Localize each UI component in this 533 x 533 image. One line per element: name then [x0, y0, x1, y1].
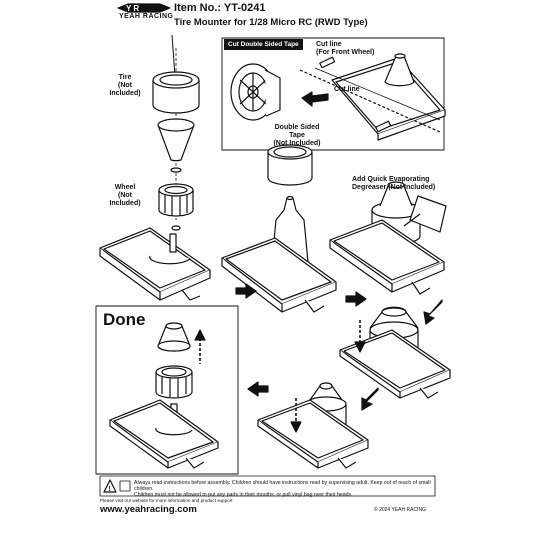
wheel-with-tape-drawing	[230, 63, 281, 121]
wheel-label-text: Wheel	[114, 184, 136, 191]
warning-icon	[103, 479, 117, 493]
tape-note-text: (Not Included)	[273, 140, 321, 147]
age-warning-icon	[119, 480, 131, 492]
warning-line-2: Children must not be allowed to put any …	[134, 492, 353, 498]
step5-press-down	[339, 299, 451, 399]
page-title: Tire Mounter for 1/28 Micro RC (RWD Type…	[174, 17, 368, 28]
support-note: Please visit our website for more inform…	[100, 498, 233, 503]
tire-note-text: (Not Included)	[109, 82, 141, 97]
degreaser-text-2: Degreaser (Not Included)	[352, 184, 436, 191]
tire-label: Tire (Not Included)	[104, 74, 146, 98]
cut-line-label-2: Cut line	[334, 86, 360, 93]
wheel-label: Wheel (Not Included)	[104, 184, 146, 208]
tape-label: Double Sided Tape (Not Included)	[266, 124, 328, 148]
tire-drawing	[152, 71, 200, 114]
item-number: Item No.: YT-0241	[174, 2, 266, 14]
cut-line-text: Cut line	[316, 41, 342, 48]
brand-logo-icon: Y R	[117, 3, 171, 13]
degreaser-text: Add Quick Evaporating	[352, 176, 430, 183]
website-link[interactable]: www.yeahracing.com	[100, 504, 197, 515]
warning-line-1: Always read instructions before assembly…	[134, 480, 431, 492]
copyright-text: © 2024 YEAH RACING	[374, 507, 426, 513]
tire-label-text: Tire	[118, 74, 132, 81]
svg-text:!: !	[109, 486, 111, 493]
tape-label-text: Double Sided Tape	[274, 124, 320, 139]
svg-text:Y R: Y R	[126, 4, 139, 13]
base-tray-1	[99, 227, 211, 301]
step4-degreaser	[329, 181, 447, 295]
mounter-cone-drawing	[157, 118, 195, 162]
front-wheel-text: (For Front Wheel)	[316, 49, 375, 56]
brand-name: YEAH RACING	[119, 13, 174, 20]
done-drawing	[109, 322, 219, 469]
degreaser-label: Add Quick Evaporating Degreaser (Not Inc…	[352, 176, 435, 192]
safety-warning: Always read instructions before assembly…	[134, 480, 432, 498]
wheel-drawing	[158, 183, 194, 217]
cut-line-label: Cut line (For Front Wheel)	[316, 41, 374, 57]
step3-tire-on-cone	[221, 144, 337, 313]
step6-cone-over	[257, 382, 379, 469]
wheel-note-text: (Not Included)	[109, 192, 141, 207]
base-tray-cut	[299, 53, 446, 141]
done-heading: Done	[103, 310, 146, 329]
cut-tape-badge: Cut Double Sided Tape	[224, 39, 303, 50]
